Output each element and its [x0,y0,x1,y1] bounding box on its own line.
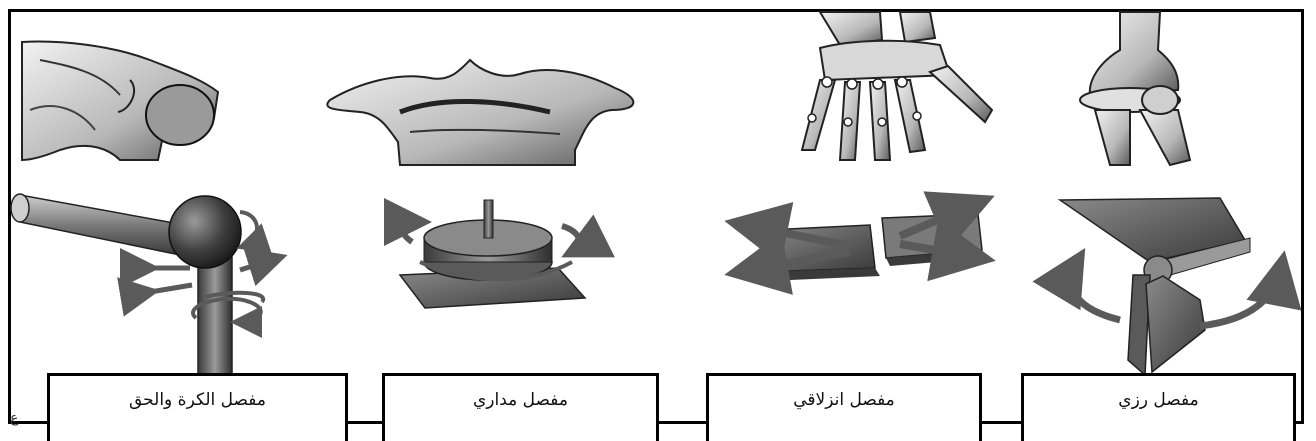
joint-label-gliding: مفصل انزلاقي [706,373,982,441]
joint-label-text: مفصل الكرة والحق [129,390,266,410]
pivot-joint-model [383,198,615,309]
hinge-joint-model [1032,197,1302,377]
corner-mark: ع [10,410,19,426]
vertebra-illustration [326,58,635,166]
elbow-bones-illustration [1079,11,1192,167]
joint-label-text: مفصل مداري [473,390,568,410]
joint-label-hinge: مفصل رزي [1021,373,1296,441]
hand-bones-illustration [800,11,994,161]
joint-label-text: مفصل انزلاقي [793,390,895,410]
joint-label-text: مفصل رزي [1118,390,1199,410]
shoulder-bone-illustration [21,40,220,162]
gliding-joint-model [724,191,996,295]
joint-label-pivot: مفصل مداري [382,373,659,441]
ball-and-socket-model [10,193,288,376]
joint-label-ball-and-socket: مفصل الكرة والحق [47,373,348,441]
